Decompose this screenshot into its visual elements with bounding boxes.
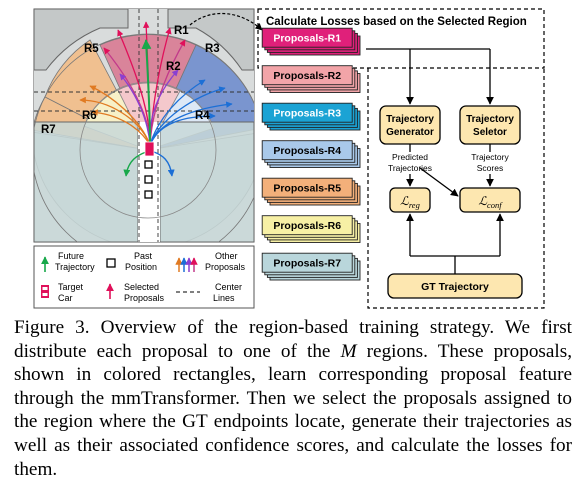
proposal-layer [261,215,353,236]
legend-past-1: Past [134,251,153,261]
loss-conf-box [459,187,521,213]
legend-selected-2: Proposals [124,293,165,303]
proposal-stack-3: Proposals-R3 [261,102,361,131]
future-trajectory-arrow [141,39,152,146]
proposal-label-6: Proposals-R6 [273,220,341,232]
proposal-layer [261,102,353,123]
loss-reg-label: ℒreg [400,194,420,210]
trajectory-selector-label-2: Seletor [473,127,507,138]
legend-target-1: Target [58,282,84,292]
target-car [144,141,155,157]
predicted-label-1: Predicted [392,152,428,162]
caption-part2: regions. These proposals, shown in color… [14,340,572,480]
legend-future-1: Future [58,251,84,261]
scores-label-1: Trajectory [471,152,509,162]
future-trajectory-arrow-left [123,151,147,177]
trajectory-generator-box [379,105,441,145]
proposal-stack-4: Proposals-R4 [261,140,361,168]
loss-conf-symbol: ℒ [478,194,487,208]
region-label-r3: R3 [205,43,220,55]
proposal-layer [261,27,353,48]
proposal-label-4: Proposals-R4 [273,145,341,157]
flow-diagram: Trajectory Generator Trajectory Seletor … [366,48,523,299]
legend-center-2: Lines [213,293,235,303]
past-positions [144,160,153,199]
proposal-layer [261,252,353,273]
legend-other-2: Proposals [205,262,246,272]
proposal-layer [261,65,353,86]
loss-box-title: Calculate Losses based on the Selected R… [266,16,527,28]
figure-caption: Figure 3. Overview of the region-based t… [14,316,572,481]
proposal-stack-1: Proposals-R1 [261,27,361,56]
legend: Future Trajectory Past Position Other Pr… [33,245,255,309]
region-label-r7: R7 [41,124,56,136]
proposal-stack-2: Proposals-R2 [261,65,361,93]
proposal-layer [261,177,353,198]
gt-trajectory-label: GT Trajectory [421,281,489,293]
loss-conf-label: ℒconf [478,194,503,210]
proposal-stack-6: Proposals-R6 [261,215,361,243]
trajectory-generator-label-2: Generator [386,127,434,138]
trajectory-selector-label-1: Trajectory [466,114,514,125]
loss-reg-box [389,187,431,213]
proposal-label-3: Proposals-R3 [273,108,341,120]
region-label-r1: R1 [174,25,189,37]
region-label-r4: R4 [195,110,210,122]
proposal-stack-7: Proposals-R7 [261,252,361,281]
proposal-label-7: Proposals-R7 [273,258,341,270]
proposal-stack-5: Proposals-R5 [261,177,361,206]
trajectory-selector-box [459,105,521,145]
scores-label-2: Scores [477,163,503,173]
legend-selected-1: Selected [124,282,159,292]
legend-center-1: Center [215,282,242,292]
figure-diagram: R1 R2 R3 R4 R5 R6 R7 Future Trajectory P… [33,8,545,309]
proposal-label-2: Proposals-R2 [273,70,341,82]
proposal-layer [261,140,353,161]
legend-other-1: Other [215,251,238,261]
loss-reg-symbol: ℒ [400,194,409,208]
proposal-stacks: Proposals-R1Proposals-R2Proposals-R3Prop… [261,27,361,281]
loss-reg-subscript: reg [409,200,420,210]
loss-conf-subscript: conf [487,200,503,210]
legend-future-2: Trajectory [55,262,95,272]
trajectory-generator-label-1: Trajectory [386,114,434,125]
caption-part1: Figure 3. Overview of the region-based t… [14,317,572,362]
proposal-label-1: Proposals-R1 [273,33,341,45]
loss-box: Calculate Losses based on the Selected R… [257,8,545,309]
map-panel: R1 R2 R3 R4 R5 R6 R7 [33,8,263,243]
region-label-r6: R6 [82,110,97,122]
caption-math-m: M [340,340,357,362]
predicted-label-2: Trajectories [388,163,432,173]
legend-past-2: Position [125,262,157,272]
legend-target-2: Car [58,293,73,303]
region-label-r5: R5 [84,43,99,55]
region-label-r2: R2 [166,61,181,73]
proposal-label-5: Proposals-R5 [273,183,341,195]
